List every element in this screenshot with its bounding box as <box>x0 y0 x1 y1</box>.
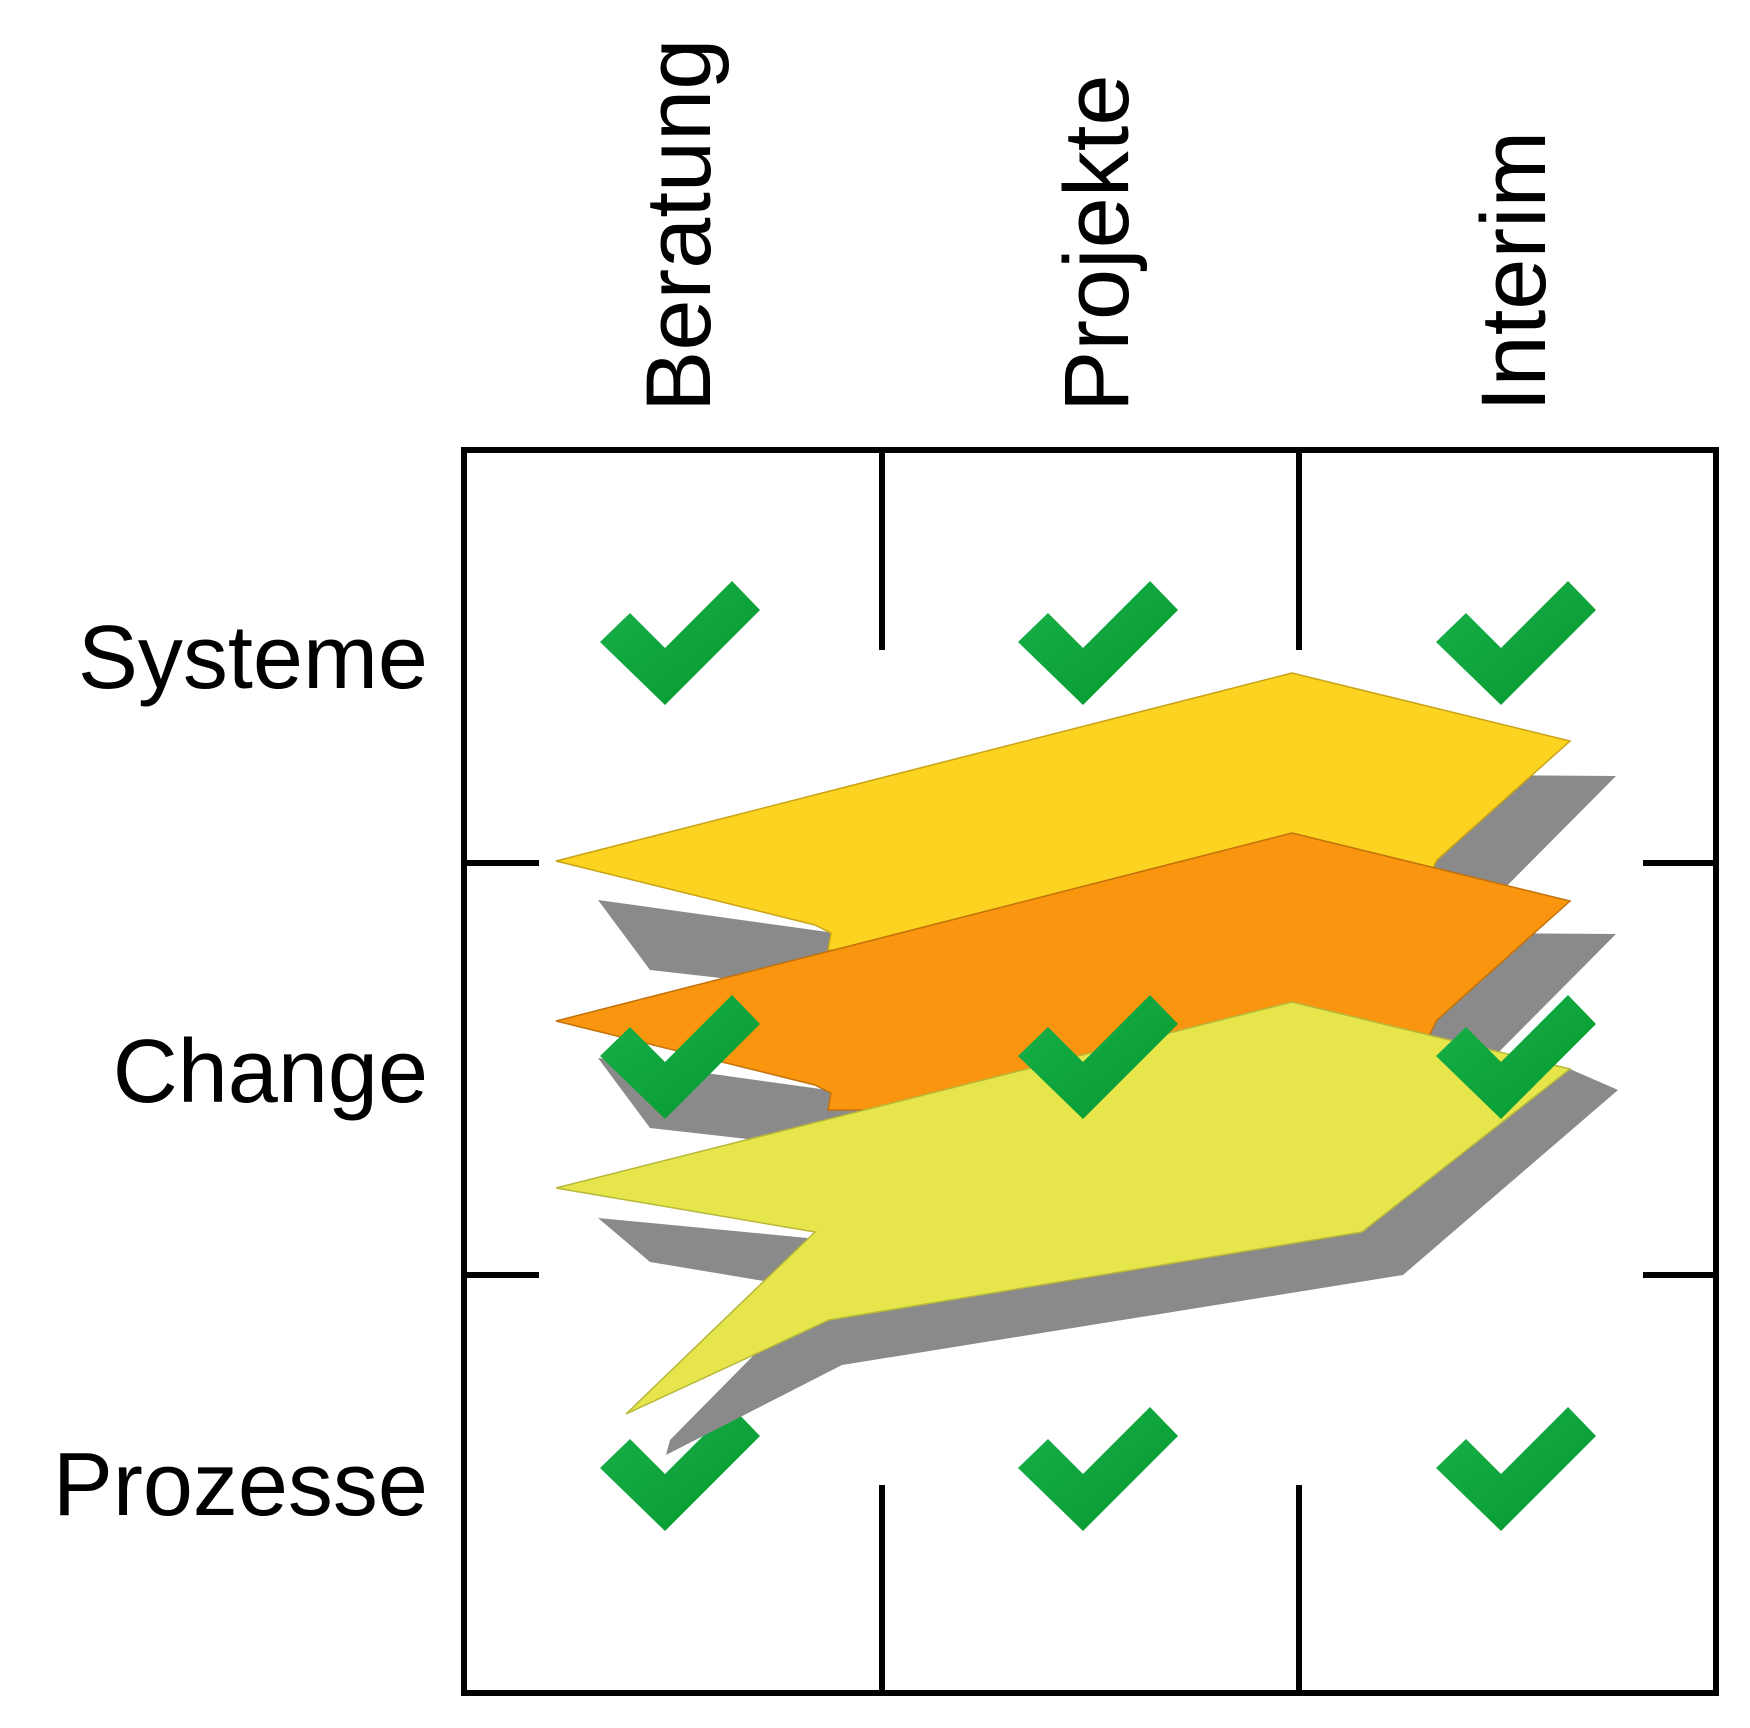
column-label-interim: Interim <box>1463 131 1565 412</box>
check-icon <box>600 995 760 1119</box>
checks-front-layer <box>600 995 1596 1119</box>
bands-layer <box>555 672 1618 1455</box>
matrix-frame <box>461 447 1719 1696</box>
row-label-change: Change <box>113 1022 428 1122</box>
row-label-systeme: Systeme <box>78 608 428 708</box>
check-icon <box>1436 581 1596 705</box>
check-icon <box>1436 995 1596 1119</box>
column-label-projekte: Projekte <box>1046 75 1148 413</box>
check-icon <box>1436 1407 1596 1531</box>
check-icon <box>600 581 760 705</box>
check-icon <box>1018 995 1178 1119</box>
column-label-beratung: Beratung <box>628 39 730 412</box>
bottom-band <box>555 1001 1572 1415</box>
check-icon <box>600 1407 760 1531</box>
check-icon <box>1018 581 1178 705</box>
row-label-prozesse: Prozesse <box>53 1435 428 1535</box>
check-icon <box>1018 1407 1178 1531</box>
checks-behind-layer <box>600 581 1596 1531</box>
matrix-grid <box>461 447 1719 1696</box>
